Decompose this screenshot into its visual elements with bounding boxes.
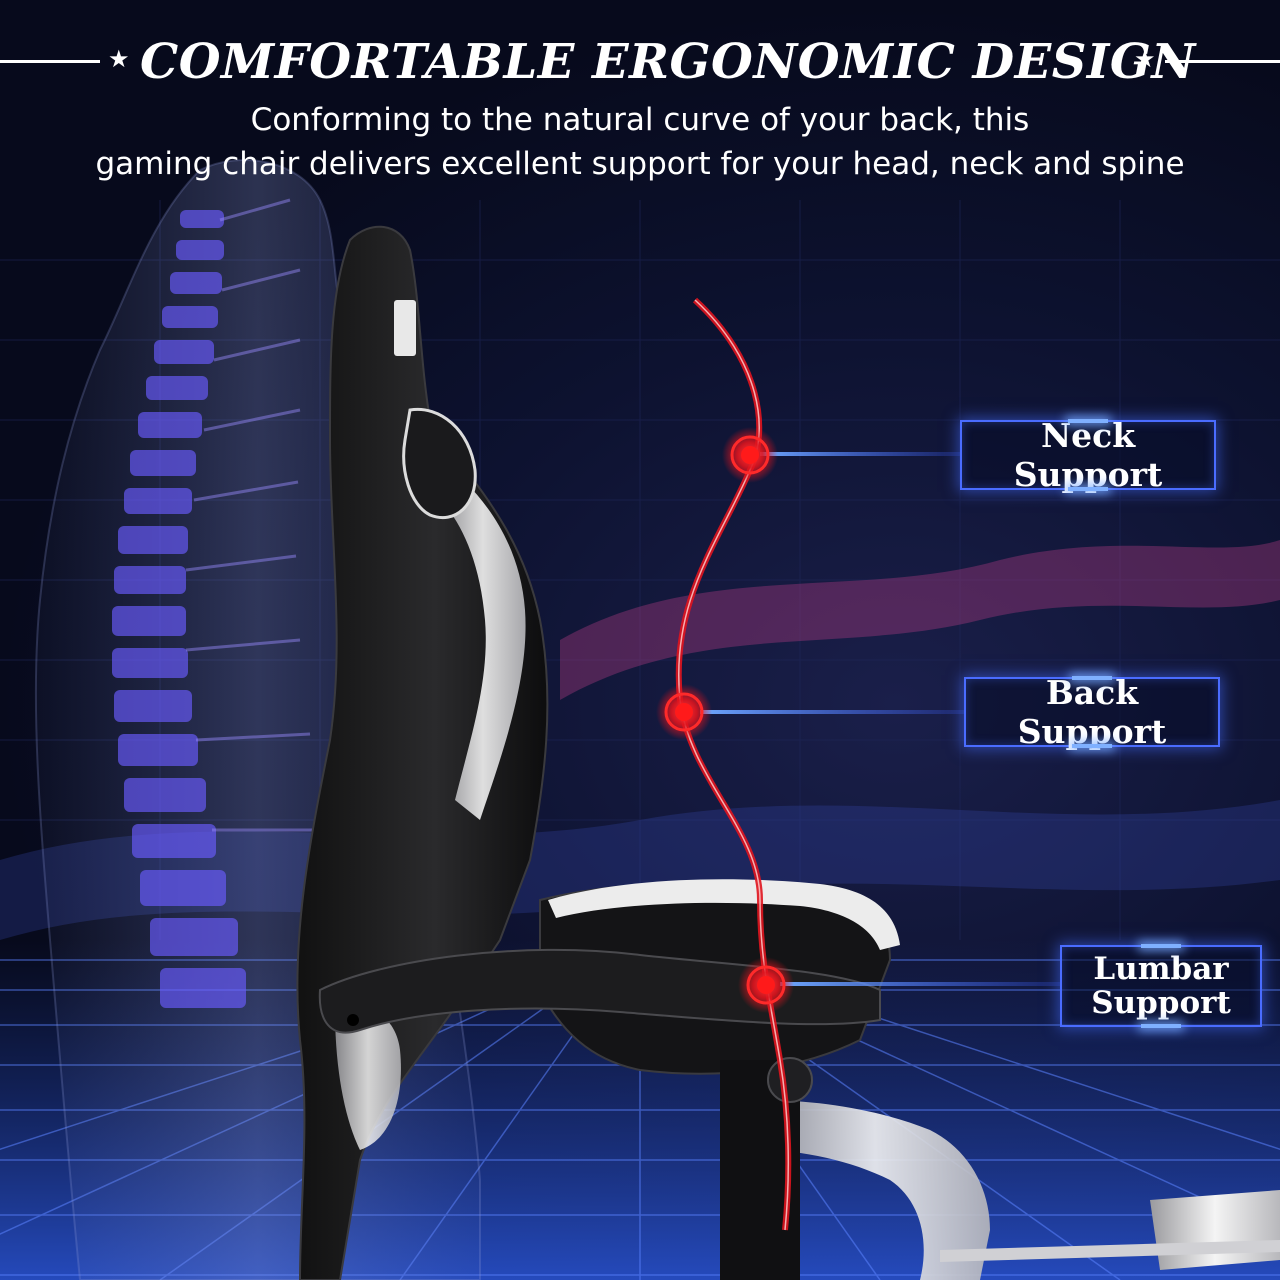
glowing-dot-icon	[738, 957, 794, 1013]
glowing-dot-icon	[656, 684, 712, 740]
lumbar-support-callout: Lumbar Support	[1060, 944, 1262, 1028]
callout-label: Lumbar Support	[1091, 952, 1231, 1020]
star-icon: ★	[108, 45, 130, 73]
page-title: COMFORTABLE ERGONOMIC DESIGN	[140, 34, 1196, 90]
glowing-dot-icon	[722, 427, 778, 483]
header: ★ COMFORTABLE ERGONOMIC DESIGN ★ Conform…	[0, 0, 1280, 200]
back-support-callout: Back Support	[964, 673, 1220, 751]
callout-label-line: Lumbar	[1093, 951, 1229, 987]
callout-label: Back Support	[1017, 673, 1167, 751]
callout-label: Neck Support	[1013, 416, 1163, 494]
subtitle-line: gaming chair delivers excellent support …	[95, 146, 1185, 182]
callout-label-line: Support	[1091, 985, 1231, 1021]
subtitle-line: Conforming to the natural curve of your …	[250, 102, 1030, 138]
spine-illustration	[112, 210, 246, 1008]
neck-support-callout: Neck Support	[960, 416, 1216, 494]
callout-connectors	[700, 452, 1060, 986]
title-divider-right	[1165, 60, 1280, 63]
gaming-chair	[296, 225, 1280, 1280]
subtitle: Conforming to the natural curve of your …	[60, 98, 1220, 186]
chair-logo-badge	[394, 300, 416, 356]
star-icon: ★	[1134, 45, 1156, 73]
title-divider-left	[0, 60, 100, 63]
